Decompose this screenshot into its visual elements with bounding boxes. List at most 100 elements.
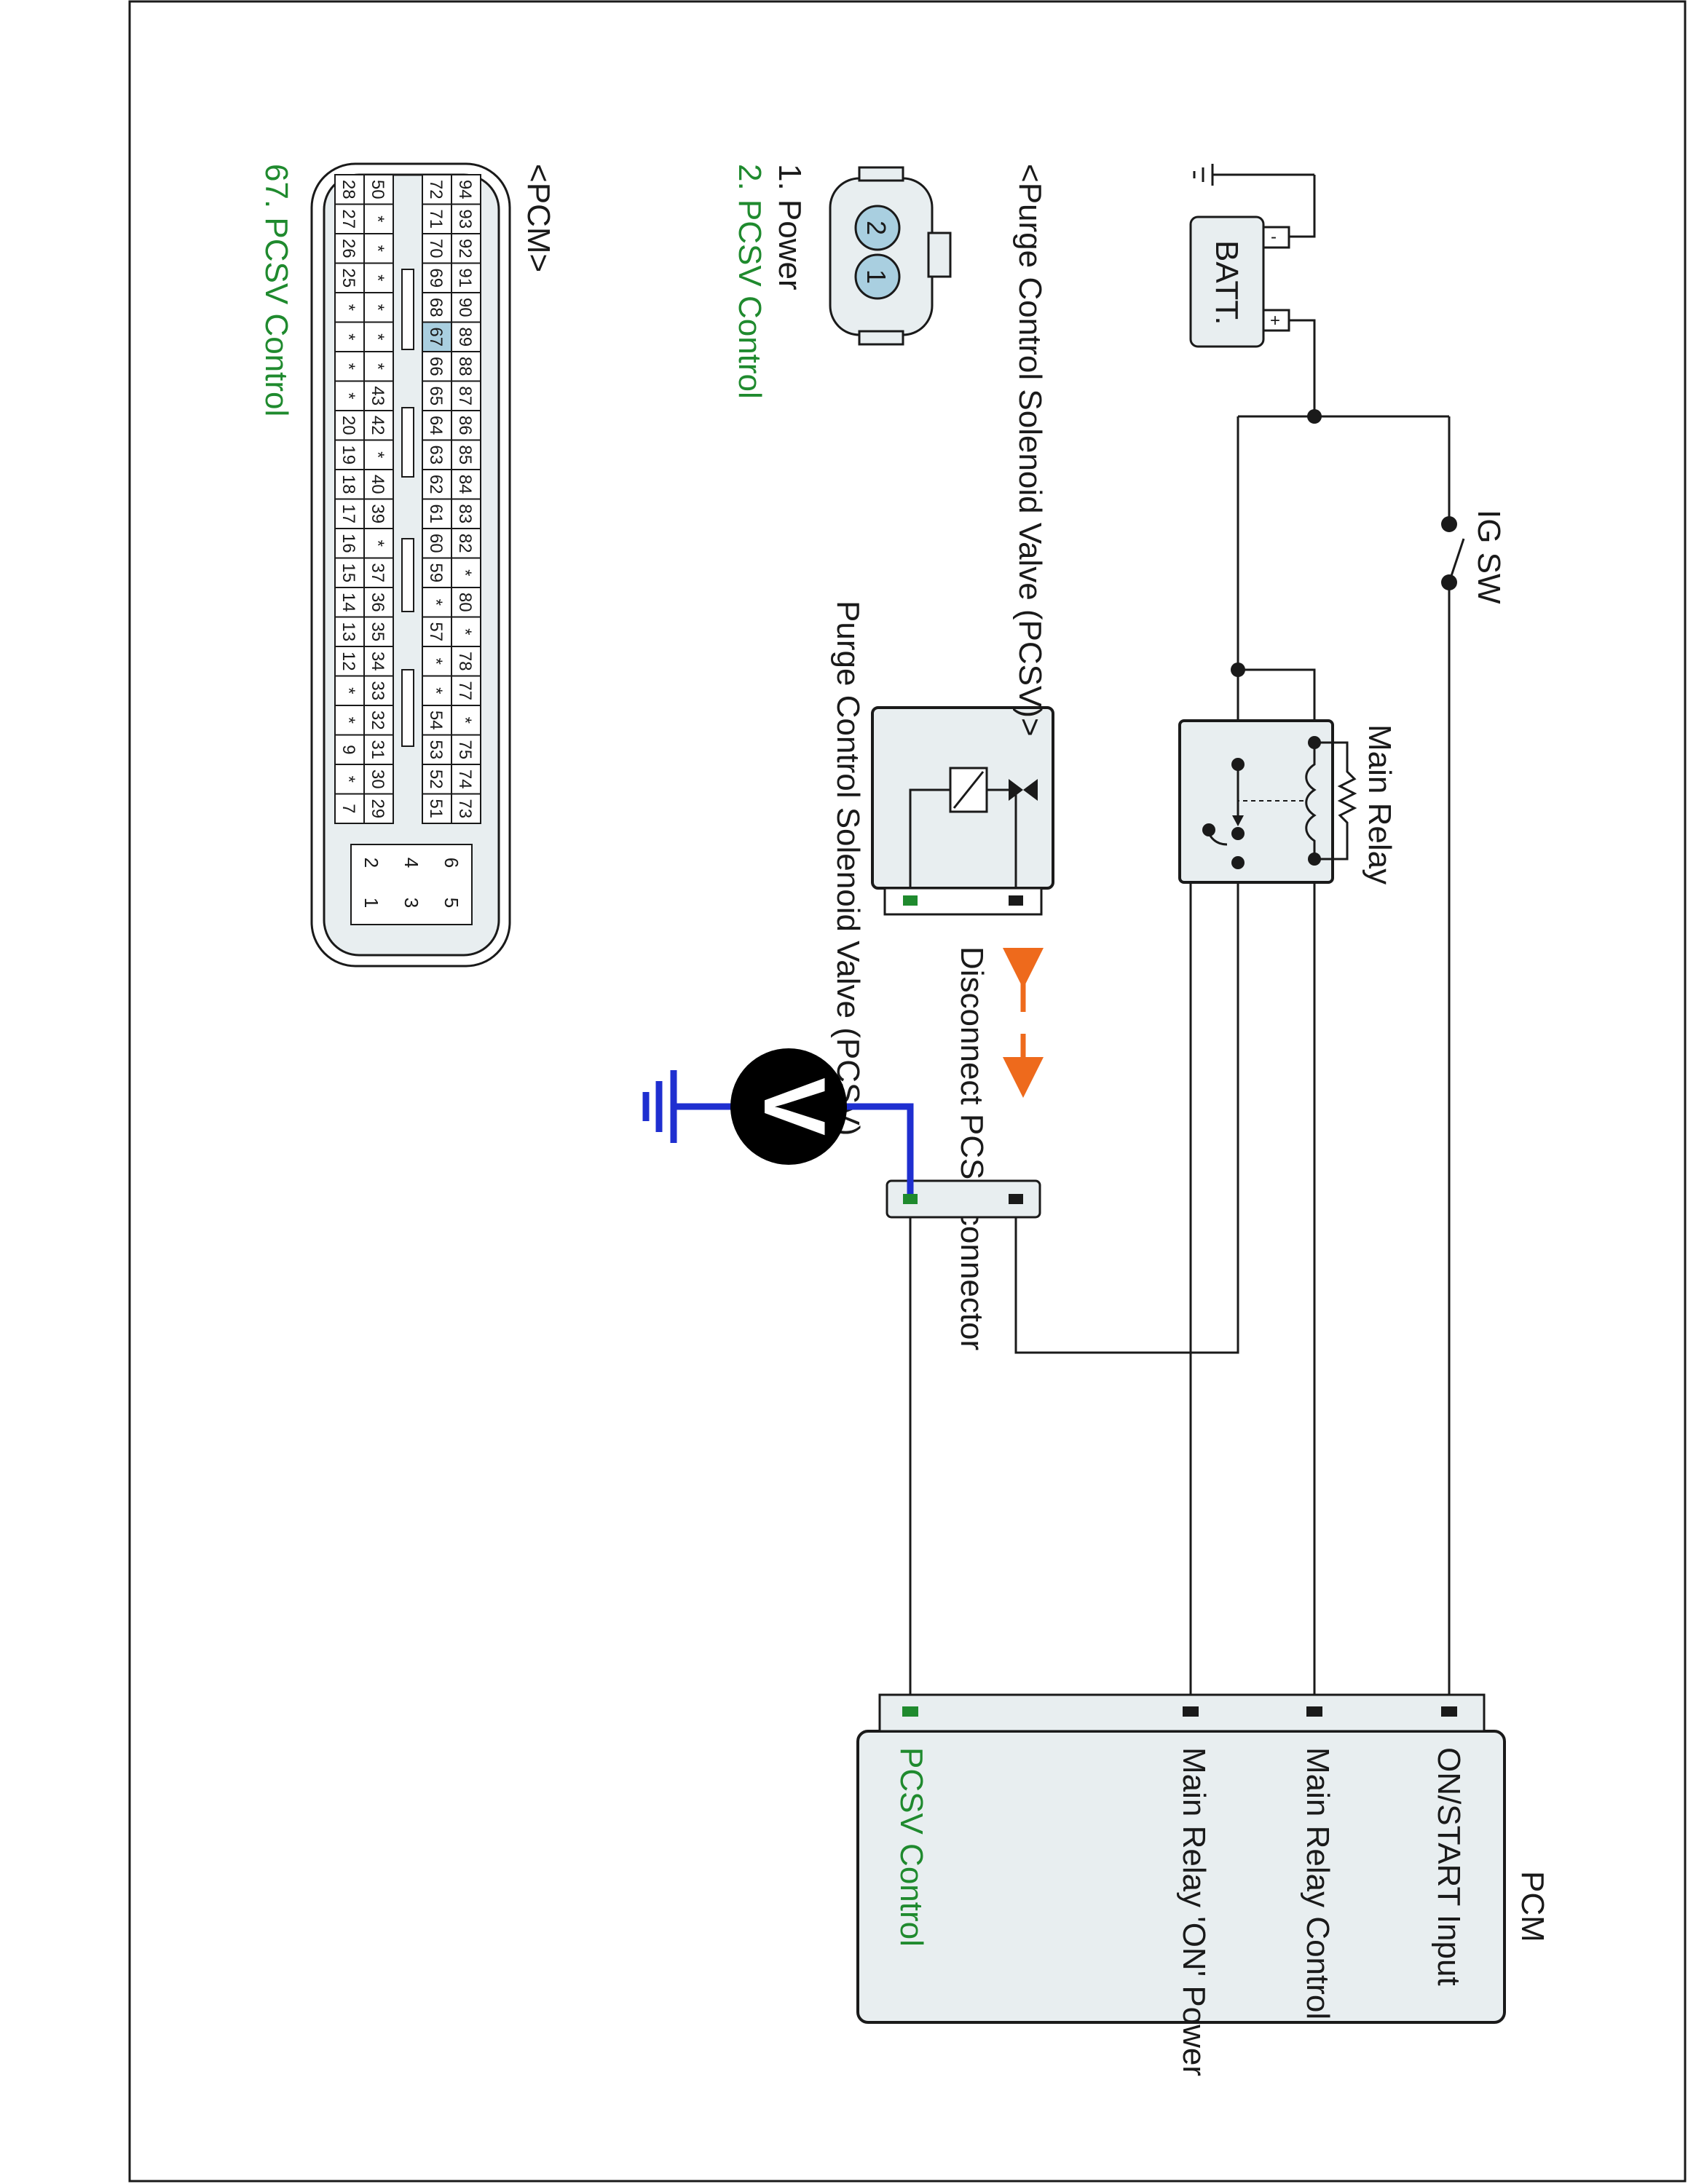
pcm-pin-label: 90 [455,298,475,317]
pcm-pin-cell [363,587,394,618]
pcm-pin-label: * [426,658,446,665]
pcm-sub-pin-label: 6 [441,858,462,868]
pcm-pin-label: 91 [455,268,475,288]
pcm-sub-pin-label: 3 [401,898,422,908]
pcm-pin-label: 7 [339,804,358,813]
pcm-pin-label: 83 [455,504,475,523]
pcm-pin-cell [422,557,452,588]
junction-dots [1231,409,1322,677]
pcm-pin-label: 30 [368,769,387,789]
connector-pin-desc-2: 2. PCSV Control [732,164,768,399]
pcm-pin-label: 14 [339,593,358,612]
disconnect-label: Disconnect PCSV connector [954,946,990,1350]
pcm-pin-label: 27 [339,209,358,229]
pcm-pin-cell [334,321,365,352]
pcm-sub-pin-label: 4 [401,858,422,868]
pcm-pin-grid: 94939291908988878685848382*80*7877*75747… [334,174,481,824]
pcm-pin-cell [363,174,394,205]
wiring [909,164,1451,1718]
batt-pos-label: + [1270,311,1280,331]
pcm-pin-label: 84 [455,475,475,494]
pcm-pin-label: * [426,599,446,606]
pcm-pin-label: 18 [339,475,358,494]
pcm-pin-label: 20 [339,416,358,435]
pcm-pin-cell [422,351,452,382]
pcm-pin-cell [422,498,452,529]
pcm-pin-cell [334,557,365,588]
pcm-pin-label: * [368,363,387,370]
pcm-sub-pin-label: 5 [441,898,462,908]
pcm-pin-label: 62 [426,475,446,494]
pcm-pin-label: 28 [339,180,358,199]
pcm-pin-label: 60 [426,534,446,553]
pcm-pin-label: 37 [368,563,387,582]
pcm-pin-cell [363,380,394,411]
pcm-pin-cell [334,233,365,264]
pcm-pin-label: * [426,687,446,694]
main-relay: Main Relay [1178,719,1397,885]
main-relay-label: Main Relay [1362,724,1397,885]
pcm-title: PCM [1515,1871,1550,1942]
connector-pin-desc-1: 1. Power [772,164,808,290]
pcm-pin-label: 51 [426,799,446,818]
pcm-pin-label: 43 [368,386,387,405]
pcm-pin-cell [422,587,452,618]
pcm-pin-cell [422,764,452,795]
pcm-pin-cell [363,321,394,352]
pcm-pin-label: 36 [368,593,387,612]
pcm-module: PCM ON/START Input Main Relay Control Ma… [856,1693,1550,2076]
pcm-pin-label: 31 [368,740,387,759]
connector-pin-1: 1 [861,269,891,284]
pcm-pin-label: 34 [368,652,387,671]
pcm-pin-cell [422,233,452,264]
pcm-pin-cell [422,174,452,205]
pcm-pin-cell [363,262,394,293]
pcm-pin-label: 87 [455,386,475,405]
pcm-pin-label: 88 [455,357,475,376]
pcm-pin-cell [422,380,452,411]
pcm-pin-cell [422,793,452,824]
pcm-pin-label: * [368,304,387,311]
pcm-pin-label: 9 [339,745,358,754]
pcm-pin-label: 13 [339,622,358,641]
pcm-pin-label: 63 [426,445,446,464]
pcm-pin-label: 61 [426,504,446,523]
pcm-pin-label: 92 [455,239,475,258]
pcm-pin-label: 94 [455,180,475,199]
pcm-pin-cell [422,321,452,352]
pcm-pin-label: 17 [339,504,358,523]
connector-pin-2: 2 [861,221,891,235]
pcm-pin-cell [422,675,452,706]
pcm-pin-label: 53 [426,740,446,759]
pcm-pin-cell [363,764,394,795]
pcm-terminal-main-relay-on-power: Main Relay 'ON' Power [1176,1747,1212,2076]
pcm-pin-label: 42 [368,416,387,435]
pcm-pin-label: 71 [426,209,446,229]
pcsv-label-text: Purge Control Solenoid Valve (PCSV) [830,601,866,1136]
pcm-pin-label: * [339,304,358,311]
pcm-connector-title: <PCM> [521,164,556,272]
pcm-pin-label: 66 [426,357,446,376]
pcm-pin-label: 15 [339,563,358,582]
pcm-pin-cell [334,793,365,824]
pcm-terminal-main-relay-control: Main Relay Control [1300,1747,1336,2019]
pcm-pin-cell [334,498,365,529]
pcm-pin-cell [422,203,452,234]
pcm-pin-label: 82 [455,534,475,553]
pcm-pin-label: * [339,333,358,340]
pcm-pin-cell [334,469,365,500]
pcsv-valve: Purge Control Solenoid Valve (PCSV) [830,601,1054,1136]
pcm-pin-label: 59 [426,563,446,582]
page-border [128,0,1687,2183]
connector-view-title: <Purge Control Solenoid Valve (PCSV)> [1012,164,1048,737]
pcm-pin-label: 69 [426,268,446,288]
pcm-pin-label: 29 [368,799,387,818]
pcm-pin-label: 80 [455,593,475,612]
pcm-pin-cell [451,705,481,736]
pcm-pin-label: 57 [426,622,446,641]
pcm-pin-label: 67 [426,327,446,347]
pcm-pin-cell [334,380,365,411]
voltmeter-symbol: V [746,1077,843,1136]
pcm-pin-label: * [368,333,387,340]
